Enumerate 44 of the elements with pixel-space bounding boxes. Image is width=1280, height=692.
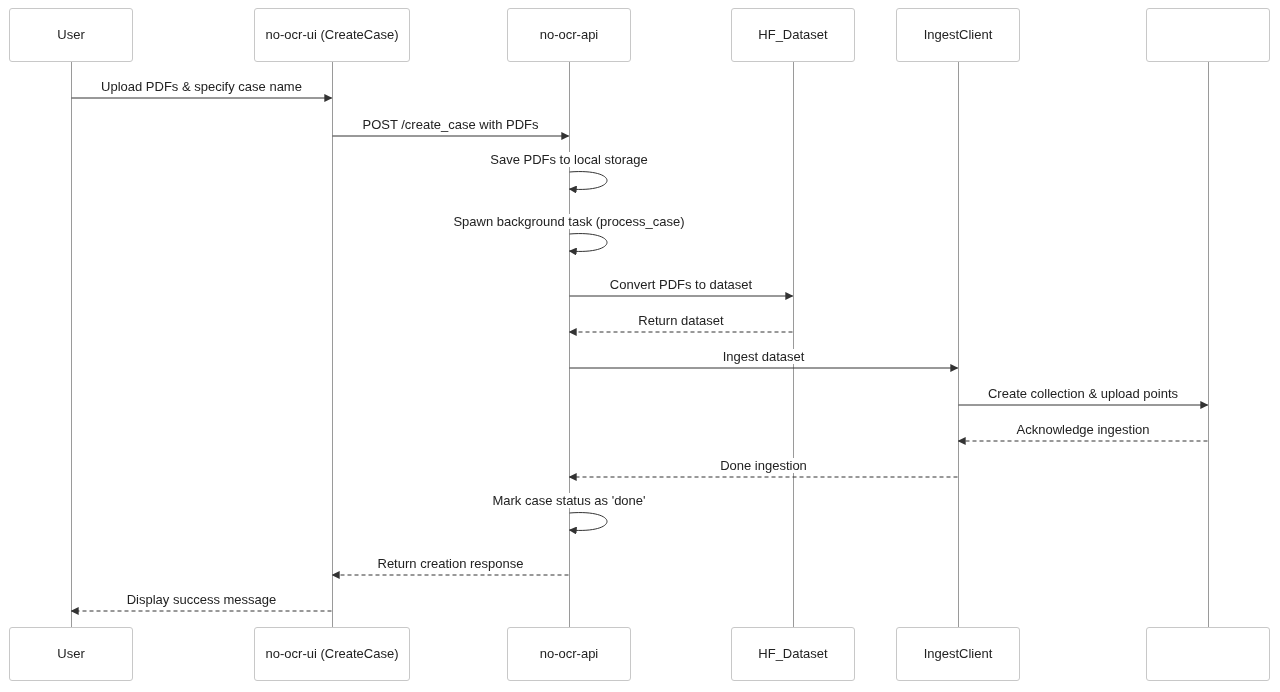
lifeline <box>568 62 570 627</box>
message-arrow <box>958 401 1209 409</box>
self-message-arrow <box>568 233 608 256</box>
lifeline <box>1207 62 1209 627</box>
participant-box: User <box>9 8 133 62</box>
message-label: Acknowledge ingestion <box>1014 422 1152 437</box>
message-label: Ingest dataset <box>720 349 807 364</box>
message-label: Display success message <box>124 592 279 607</box>
participant-box <box>1146 8 1270 62</box>
participant-box: no-ocr-ui (CreateCase) <box>254 627 410 681</box>
message-arrow <box>569 292 794 300</box>
self-message-arrow <box>568 512 608 535</box>
participant-box: HF_Dataset <box>731 8 855 62</box>
message-arrow <box>331 571 569 579</box>
lifeline <box>331 62 333 627</box>
message-label: Upload PDFs & specify case name <box>99 79 304 94</box>
participant-box: no-ocr-ui (CreateCase) <box>254 8 410 62</box>
message-label: Return dataset <box>636 313 726 328</box>
participant-box: HF_Dataset <box>731 627 855 681</box>
message-arrow <box>332 132 570 140</box>
message-arrow <box>71 94 333 102</box>
message-label: Spawn background task (process_case) <box>451 214 687 229</box>
message-arrow <box>957 437 1208 445</box>
lifeline <box>957 62 959 627</box>
message-label: Return creation response <box>375 556 526 571</box>
message-label: Done ingestion <box>718 458 809 473</box>
message-arrow <box>70 607 332 615</box>
participant-box <box>1146 627 1270 681</box>
participant-box: no-ocr-api <box>507 8 631 62</box>
lifeline <box>792 62 794 627</box>
message-arrow <box>569 364 959 372</box>
message-label: Convert PDFs to dataset <box>607 277 755 292</box>
self-message-arrow <box>568 171 608 194</box>
participant-box: User <box>9 627 133 681</box>
message-label: Save PDFs to local storage <box>488 152 650 167</box>
lifeline <box>70 62 72 627</box>
participant-box: no-ocr-api <box>507 627 631 681</box>
message-arrow <box>568 473 958 481</box>
message-label: POST /create_case with PDFs <box>360 117 541 132</box>
message-label: Mark case status as 'done' <box>490 493 648 508</box>
participant-box: IngestClient <box>896 627 1020 681</box>
message-arrow <box>568 328 793 336</box>
participant-box: IngestClient <box>896 8 1020 62</box>
message-label: Create collection & upload points <box>985 386 1181 401</box>
